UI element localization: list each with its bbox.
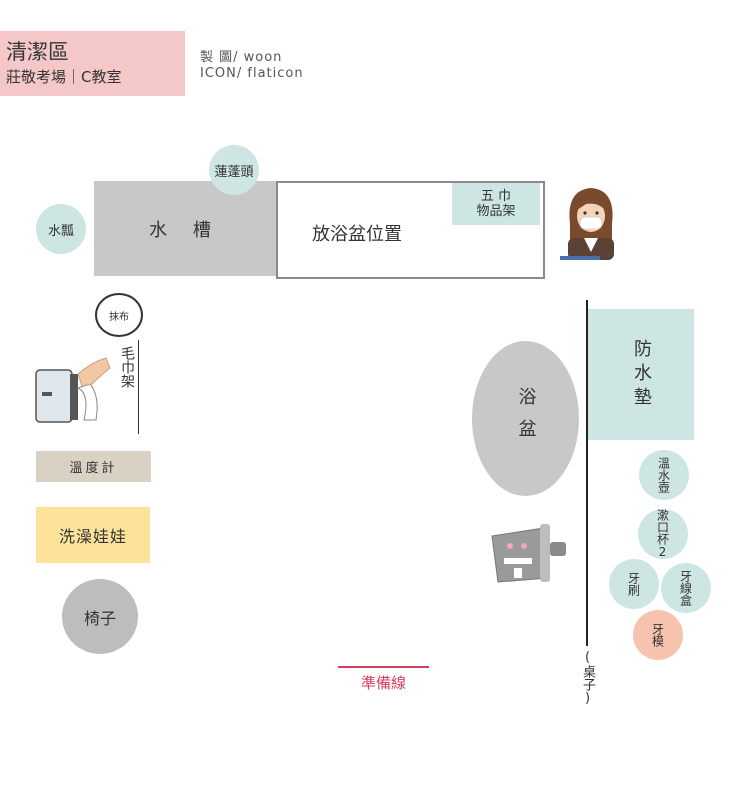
bathtub: 浴盆 (472, 341, 579, 496)
tub-placement-label: 放浴盆位置 (312, 224, 402, 245)
floss-box-label: 牙線盒 (678, 570, 693, 606)
shower-head-item: 蓮蓬頭 (209, 145, 259, 195)
page-subtitle: 莊敬考場｜C教室 (6, 68, 122, 86)
tooth-model-label: 牙模 (650, 623, 665, 647)
water-ladle-label: 水瓢 (47, 223, 74, 239)
water-ladle-item: 水瓢 (36, 204, 86, 254)
chair-label: 椅子 (83, 608, 116, 628)
tooth-model-item: 牙模 (633, 610, 683, 660)
towel-shelf: 五 巾 物品架 (452, 183, 540, 225)
towel-shelf-line1: 五 巾 (480, 189, 512, 204)
header-box (0, 31, 185, 96)
thermometer-item: 溫度計 (36, 451, 151, 482)
table-edge-line (586, 300, 588, 646)
credit-icon-source: ICON/ flaticon (200, 66, 304, 81)
prep-line (338, 666, 429, 668)
sink-block: 水 槽 (94, 181, 276, 276)
chair-item: 椅子 (62, 579, 138, 654)
rag-label: 抹布 (109, 311, 129, 323)
teacher-with-mask-icon (560, 188, 614, 260)
toothbrush-item: 牙刷 (609, 559, 659, 609)
thermometer-label: 溫度計 (69, 461, 118, 476)
credit-maker: 製 圖/ woon (200, 50, 283, 65)
waterproof-mat-label: 防水墊 (631, 338, 652, 411)
sink-label: 水 槽 (149, 219, 221, 241)
mouthwash-cup-label: 漱口杯2 (655, 509, 670, 559)
table-label: (桌子) (580, 650, 595, 706)
bucket-icon (491, 524, 566, 583)
thermos-label: 溫水壺 (656, 457, 671, 493)
towel-rack-label: 毛巾架 (119, 346, 135, 388)
waterproof-mat: 防水墊 (588, 309, 694, 440)
prep-line-label: 準備線 (360, 674, 406, 692)
towel-shelf-line2: 物品架 (476, 204, 516, 219)
towel-rack-bar (138, 340, 139, 434)
bath-doll-item: 洗澡娃娃 (36, 507, 150, 563)
mouthwash-cup-item: 漱口杯2 (638, 509, 688, 559)
page-title: 清潔區 (6, 40, 69, 64)
shower-head-label: 蓮蓬頭 (214, 164, 254, 180)
toothbrush-label: 牙刷 (626, 572, 641, 596)
rag-item: 抹布 (95, 293, 143, 337)
bath-doll-label: 洗澡娃娃 (58, 527, 127, 546)
towel-dispenser-icon (35, 357, 111, 423)
floss-box-item: 牙線盒 (661, 563, 711, 613)
bathtub-label: 浴盆 (515, 386, 537, 451)
thermos-item: 溫水壺 (639, 450, 689, 500)
